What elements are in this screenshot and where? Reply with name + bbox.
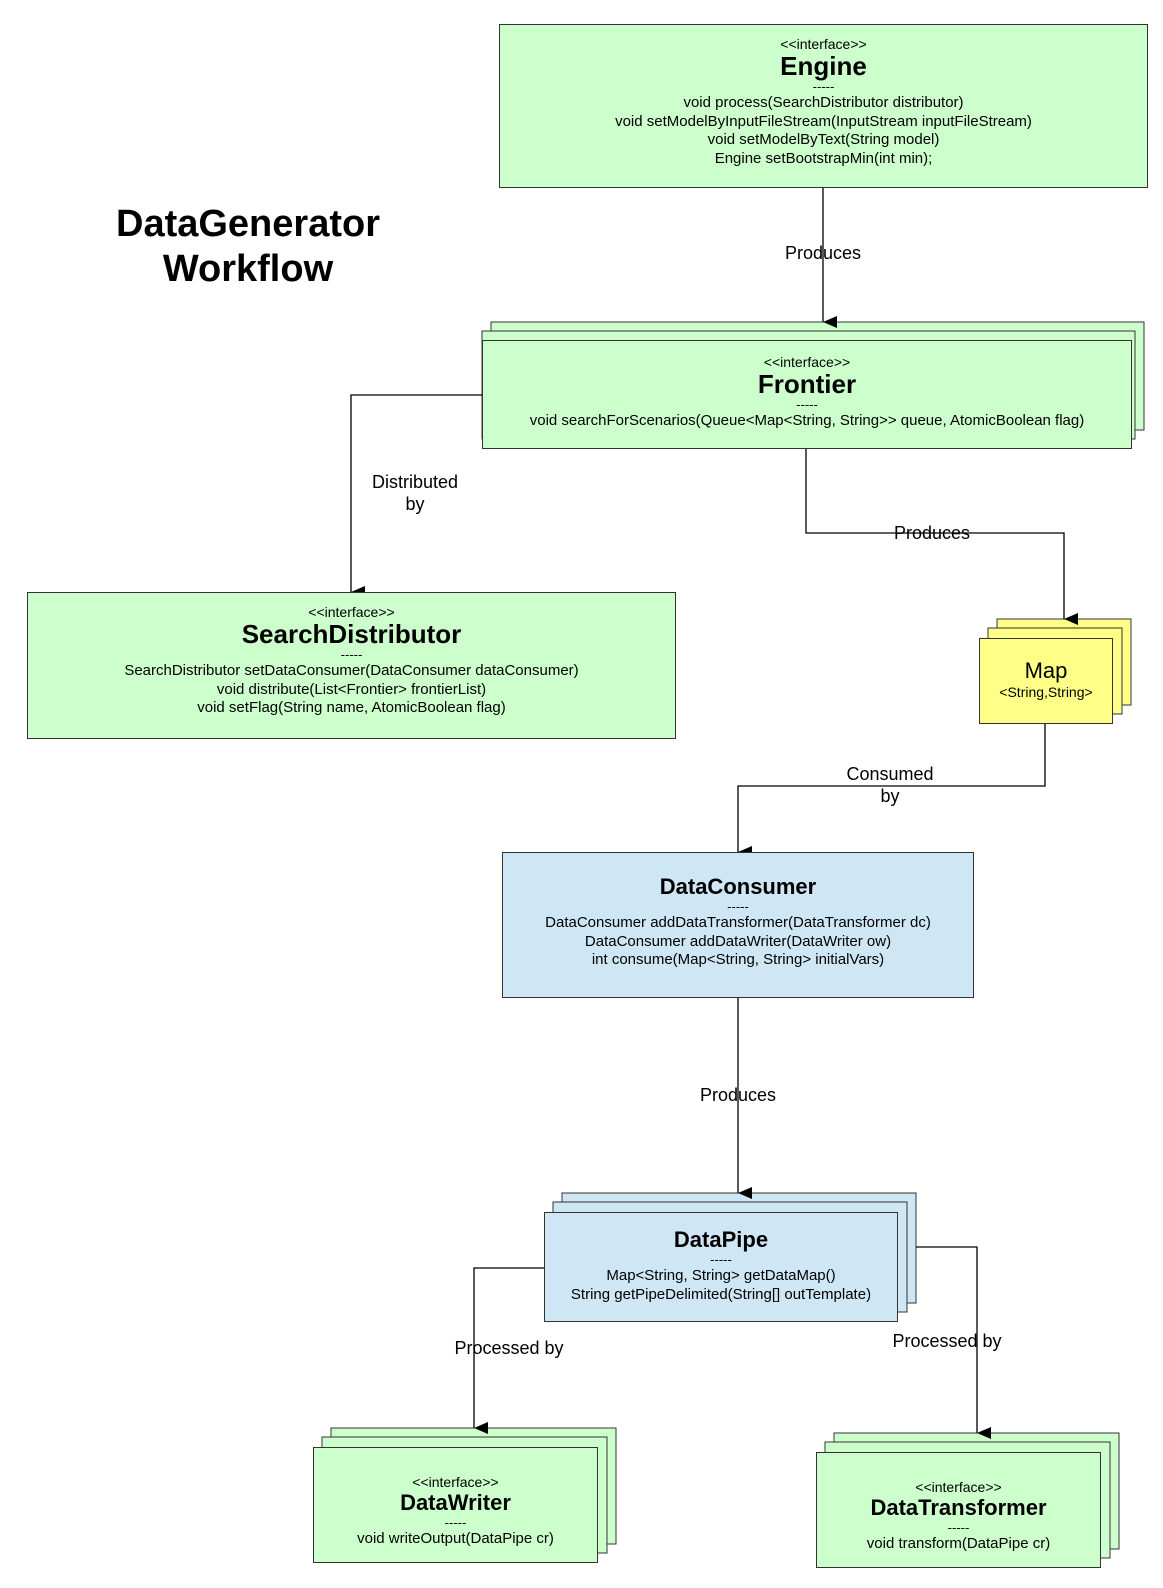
engine-node: <<interface>> Engine ----- void process(… [499,24,1148,188]
dataconsumer-name: DataConsumer [659,874,817,899]
datawriter-stereotype: <<interface>> [412,1474,499,1490]
edge-label-engine-frontier: Produces [784,243,862,263]
edge-label-pipe-transformer: Processed by [892,1331,1002,1351]
frontier-method: void searchForScenarios(Queue<Map<String… [529,412,1085,429]
datapipe-separator: ----- [710,1252,732,1267]
datawriter-method: void writeOutput(DataPipe cr) [357,1530,554,1547]
frontier-name: Frontier [757,369,857,399]
map-subtitle: <String,String> [999,684,1093,700]
title-line-1: DataGenerator [116,203,380,245]
diagram-title: DataGenerator Workflow [98,202,398,292]
frontier-separator: ----- [796,397,818,412]
engine-name: Engine [780,51,867,81]
datawriter-node: <<interface>> DataWriter ----- void writ… [313,1447,598,1563]
dataconsumer-method: DataConsumer addDataTransformer(DataTran… [545,914,931,931]
engine-stereotype: <<interface>> [780,36,867,52]
frontier-stereotype: <<interface>> [763,354,851,370]
dataconsumer-method: int consume(Map<String, String> initialV… [591,951,885,968]
engine-method: void setModelByInputFileStream(InputStre… [615,112,1032,130]
datapipe-method: Map<String, String> getDataMap() [606,1267,836,1284]
searchdistributor-stereotype: <<interface>> [308,604,395,620]
edge-label-line: by [405,494,425,514]
datapipe-name: DataPipe [673,1227,769,1252]
datatransformer-name: DataTransformer [870,1495,1047,1520]
engine-method: void setModelByText(String model) [707,131,940,148]
map-name: Map [1024,658,1068,683]
datapipe-method: String getPipeDelimited(String[] outTemp… [570,1285,872,1303]
searchdistributor-method: SearchDistributor setDataConsumer(DataCo… [124,662,579,679]
dataconsumer-separator: ----- [727,899,749,914]
searchdistributor-method: void distribute(List<Frontier> frontierL… [216,680,487,698]
datatransformer-stereotype: <<interface>> [915,1479,1002,1495]
edge-label-line: Consumed [846,764,934,784]
edge-label-map-consumer: Consumed by [830,763,950,807]
title-line-2: Workflow [162,248,334,290]
edge-label-frontier-distributor: Distributed by [355,471,475,515]
datawriter-separator: ----- [444,1515,467,1530]
dataconsumer-method: DataConsumer addDataWriter(DataWriter ow… [584,932,892,950]
dataconsumer-node: DataConsumer ----- DataConsumer addDataT… [502,852,974,998]
edge-datapipe-to-datatransformer [916,1246,991,1439]
edge-datapipe-to-datawriter [473,1267,544,1434]
edge-label-pipe-writer: Processed by [454,1338,564,1358]
engine-method: void process(SearchDistributor distribut… [683,94,964,111]
searchdistributor-method: void setFlag(String name, AtomicBoolean … [197,699,506,716]
engine-separator: ----- [812,79,835,94]
datatransformer-node: <<interface>> DataTransformer ----- void… [816,1452,1101,1568]
searchdistributor-node: <<interface>> SearchDistributor ----- Se… [27,592,676,739]
searchdistributor-separator: ----- [340,647,363,662]
datapipe-node: DataPipe ----- Map<String, String> getDa… [544,1212,898,1322]
frontier-node: <<interface>> Frontier ----- void search… [482,340,1132,449]
datawriter-name: DataWriter [400,1490,511,1515]
engine-method: Engine setBootstrapMin(int min); [714,149,933,167]
edge-label-consumer-pipe: Produces [699,1085,777,1105]
edge-label-frontier-map: Produces [893,523,971,543]
datatransformer-separator: ----- [947,1520,970,1535]
searchdistributor-name: SearchDistributor [241,619,462,649]
edge-label-line: by [880,786,900,806]
map-node: Map <String,String> [979,638,1113,724]
datatransformer-method: void transform(DataPipe cr) [866,1535,1051,1552]
edge-frontier-to-searchdistributor [350,394,482,598]
edge-frontier-to-map [805,449,1078,625]
edge-label-line: Distributed [371,472,459,492]
edge-map-to-dataconsumer [737,724,1046,858]
